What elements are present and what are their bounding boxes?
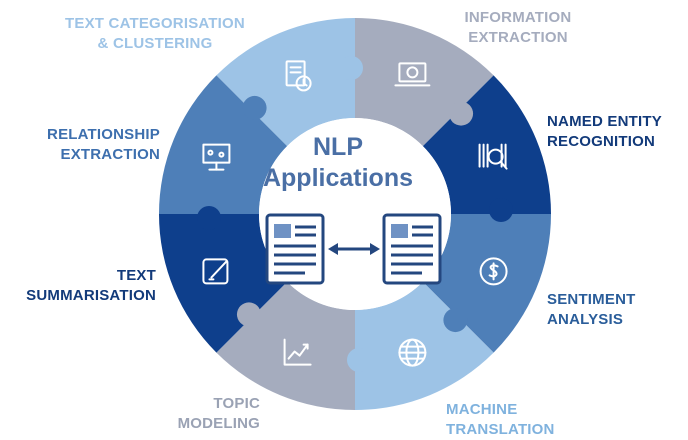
laptop-dollar-icon	[394, 62, 431, 87]
label-information-extraction: INFORMATION EXTRACTION	[464, 9, 572, 46]
puzzle-knob	[236, 302, 261, 327]
edit-icon	[202, 258, 229, 285]
barcode-search-icon	[478, 143, 508, 170]
puzzle-knob	[489, 198, 513, 222]
label-named-entity-recognition: NAMED ENTITY RECOGNITION	[547, 113, 662, 150]
label-text-summarisation: TEXT SUMMARISATION	[26, 267, 156, 304]
globe-icon	[398, 338, 427, 367]
puzzle-knob	[339, 56, 363, 80]
line-chart-icon	[283, 338, 312, 366]
center-title: NLP Applications	[238, 132, 438, 194]
center-title-line1: NLP	[313, 133, 363, 161]
label-text-categorisation: TEXT CATEGORISATION & CLUSTERING	[65, 15, 245, 52]
dollar-cycle-icon	[479, 257, 508, 286]
label-topic-modeling: TOPIC MODELING	[177, 395, 260, 432]
document-exchange-icon	[265, 213, 442, 285]
puzzle-knob	[197, 206, 221, 230]
presentation-board-icon	[202, 143, 231, 171]
puzzle-knob	[449, 101, 474, 126]
label-relationship-extraction: RELATIONSHIP EXTRACTION	[47, 126, 160, 163]
puzzle-knob	[347, 348, 371, 372]
puzzle-knob	[443, 308, 468, 333]
center-title-line2: Applications	[262, 164, 413, 192]
label-sentiment-analysis: SENTIMENT ANALYSIS	[547, 291, 636, 328]
puzzle-knob	[242, 95, 267, 120]
label-machine-translation: MACHINE TRANSLATION	[446, 401, 555, 438]
segment-topic-modeling	[216, 281, 355, 410]
document-clock-icon	[285, 60, 312, 92]
